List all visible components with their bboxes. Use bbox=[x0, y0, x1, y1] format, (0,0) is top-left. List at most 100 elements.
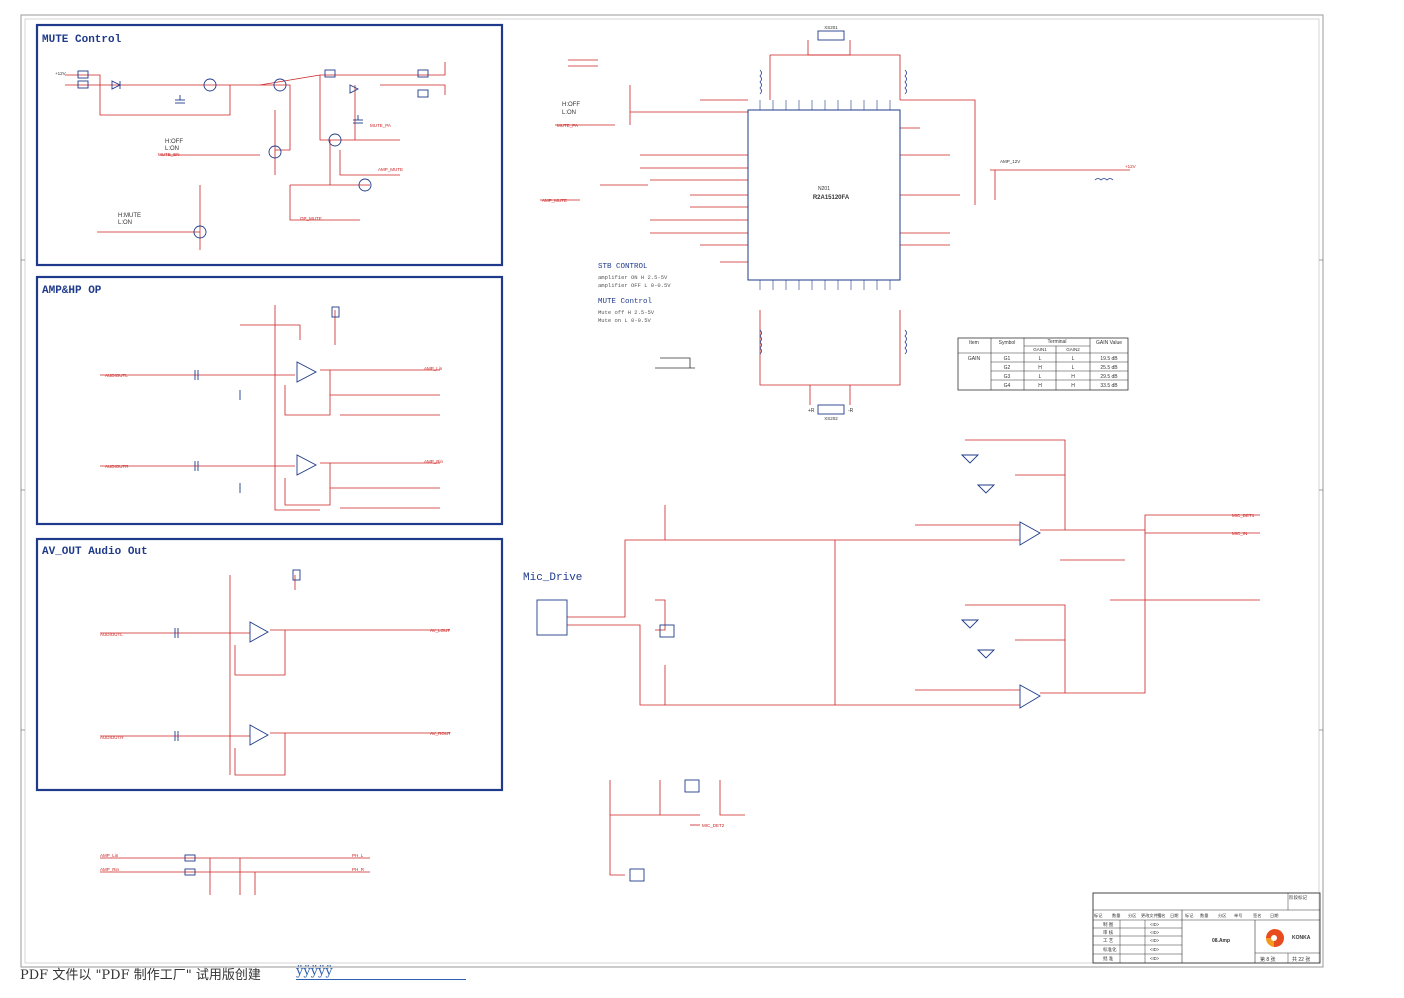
mute-note-lon2: L:ON bbox=[118, 220, 132, 226]
mute-note-hoff: H:OFF bbox=[165, 139, 183, 145]
net-amp-12v: AMP_12V bbox=[1000, 159, 1020, 164]
title-block-company: KONKA bbox=[1292, 935, 1311, 941]
title-block-column-label: 分区 bbox=[1128, 912, 1136, 919]
net-audioutl: AUDIOUTL bbox=[105, 373, 128, 378]
stb-line2: amplifier OFF L 0-0.5V bbox=[598, 282, 671, 289]
gain-cell: 29.5 dB bbox=[1100, 374, 1118, 380]
gain-cell: G1 bbox=[1004, 356, 1011, 362]
connector-minus-r: -R bbox=[848, 408, 854, 414]
title-block-column-label: 更改文件号 bbox=[1141, 912, 1162, 919]
title-block-column-label: 日期 bbox=[1170, 913, 1178, 919]
title-block-drawing-name: 08.Amp bbox=[1212, 938, 1230, 944]
net-mic-in: MIC_IN bbox=[1232, 531, 1247, 536]
title-block-role: 制 图 bbox=[1103, 921, 1114, 928]
mute-block-border bbox=[35, 23, 504, 267]
pdf-footer-link[interactable]: ÿÿÿÿÿ bbox=[296, 964, 466, 980]
ic-part: R2A15120FA bbox=[813, 195, 850, 201]
title-block-role: 工 艺 bbox=[1103, 938, 1114, 943]
gain-table: Item Symbol Terminal GAIN Value GAIN1 GA… bbox=[957, 337, 1129, 391]
title-block-column-label: 数量 bbox=[1200, 912, 1208, 919]
connector-xs202-label: XS202 bbox=[824, 416, 838, 421]
stb-mute1: Mute off H 2.5-5V bbox=[598, 309, 655, 316]
amplifier-ic-section: N201 R2A15120FA XS201 XS202 +R -R STB CO… bbox=[540, 25, 1136, 421]
title-block-page: 第 8 张 bbox=[1260, 956, 1276, 963]
gain-subheader-2: GAIN2 bbox=[1066, 347, 1080, 352]
title-block-column-labels: 标记数量分区更改文件号签名日期标记数量分区单号签名日期 bbox=[1094, 912, 1278, 919]
gain-cell: G2 bbox=[1004, 365, 1011, 371]
amp-hp-block-title: AMP&HP OP bbox=[42, 285, 102, 297]
title-block-role: 审 核 bbox=[1103, 929, 1114, 936]
net-amp-lin-hp: AMP_Lin bbox=[100, 853, 119, 858]
mute-control-block: MUTE Control bbox=[35, 23, 504, 267]
net-amp-rin-out: AMP_Rin bbox=[424, 459, 444, 464]
gain-item: GAIN bbox=[968, 356, 981, 362]
gain-cell: L bbox=[1072, 365, 1075, 371]
net-mic-det2: MIC_DET2 bbox=[702, 823, 725, 828]
amp-hp-op-block: AMP&HP OP AUDIOUTL bbox=[35, 275, 504, 526]
stb-note-hoff: H:OFF bbox=[562, 102, 580, 108]
stb-line1: amplifier ON H 2.5-5V bbox=[598, 274, 668, 281]
gain-cell: 33.5 dB bbox=[1100, 383, 1118, 389]
title-block-role-value: <ID> bbox=[1150, 938, 1160, 943]
connector-plus-r: +R bbox=[808, 408, 815, 414]
mute-block-title: MUTE Control bbox=[42, 34, 122, 46]
gain-cell: L bbox=[1039, 356, 1042, 362]
net-amp-mute: AMP_MUTE bbox=[378, 167, 403, 172]
gain-cell: L bbox=[1072, 356, 1075, 362]
connector-xs202 bbox=[817, 404, 845, 415]
ic-n201-body bbox=[747, 109, 901, 281]
net-amp-rin-hp: AMP_Rin bbox=[100, 867, 120, 872]
gain-cell: L bbox=[1039, 374, 1042, 380]
av-out-block-title: AV_OUT Audio Out bbox=[42, 546, 148, 558]
net-mute-en: MUTE_EN bbox=[158, 152, 180, 157]
mute-note-hmute: H:MUTE bbox=[118, 213, 141, 219]
title-block-role-value: <ID> bbox=[1150, 922, 1160, 927]
stb-mute-title: MUTE Control bbox=[598, 298, 653, 306]
title-block-role: 标准化 bbox=[1103, 946, 1117, 953]
gain-cell: 25.5 dB bbox=[1100, 365, 1118, 371]
net-12v-ic: +12V bbox=[1125, 164, 1136, 169]
av-out-block: AV_OUT Audio Out AUDIOUTL AUDIOUTR AV_LO… bbox=[35, 537, 504, 792]
gain-subheader-1: GAIN1 bbox=[1033, 347, 1047, 352]
title-block-column-label: 单号 bbox=[1234, 912, 1242, 919]
net-mute-pa-stb: MUTE_PA bbox=[557, 123, 578, 128]
title-block-role: 批 准 bbox=[1103, 955, 1114, 962]
title-block-column-label: 标记 bbox=[1094, 912, 1103, 919]
amp-hp-block-border bbox=[35, 275, 504, 526]
title-block-stage: 阶段标记 bbox=[1289, 894, 1307, 901]
connector-xs201 bbox=[817, 30, 845, 41]
title-block-column-label: 签名 bbox=[1157, 912, 1165, 919]
title-block-column-label: 数量 bbox=[1112, 912, 1120, 919]
hp-filter-section: AMP_Lin AMP_Rin PH_L PH_R bbox=[100, 853, 370, 895]
gain-cell: H bbox=[1071, 383, 1075, 389]
net-mic-det1: MIC_DET1 bbox=[1232, 513, 1255, 518]
title-block-role-value: <ID> bbox=[1150, 956, 1160, 961]
pdf-footer-text: PDF 文件以 "PDF 制作工厂" 试用版创建 bbox=[20, 968, 261, 983]
gain-header-symbol: Symbol bbox=[999, 340, 1016, 346]
net-mute-pa: MUTE_PA bbox=[370, 123, 391, 128]
title-block-column-label: 分区 bbox=[1218, 912, 1226, 919]
title-block-column-label: 标记 bbox=[1185, 912, 1194, 919]
mute-net-12v: +12V bbox=[55, 71, 66, 76]
stb-mute2: Mute on L 0-0.5V bbox=[598, 317, 652, 324]
inner-frame bbox=[24, 18, 1320, 964]
gain-cell: G3 bbox=[1004, 374, 1011, 380]
net-av-rout: AV_ROUT bbox=[430, 731, 451, 736]
net-audioutr: AUDIOUTR bbox=[105, 464, 129, 469]
net-amp-mute-stb: AMP_MUTE bbox=[542, 198, 567, 203]
gain-header-terminal: Terminal bbox=[1048, 339, 1067, 345]
av-out-block-border bbox=[35, 537, 504, 792]
gain-cell: 19.5 dB bbox=[1100, 356, 1118, 362]
net-hp-r: PH_R bbox=[352, 867, 365, 872]
mic-drive-section: Mic_Drive bbox=[523, 439, 1260, 882]
gain-header-value: GAIN Value bbox=[1096, 340, 1122, 346]
frame-markers bbox=[21, 259, 1323, 731]
konka-logo bbox=[1265, 929, 1284, 948]
net-hp-l: PH_L bbox=[352, 853, 364, 858]
net-amp-lin-out: AMP_Lin bbox=[424, 366, 443, 371]
ic-ref: N201 bbox=[818, 186, 830, 192]
mute-note-lon: L:ON bbox=[165, 146, 179, 152]
